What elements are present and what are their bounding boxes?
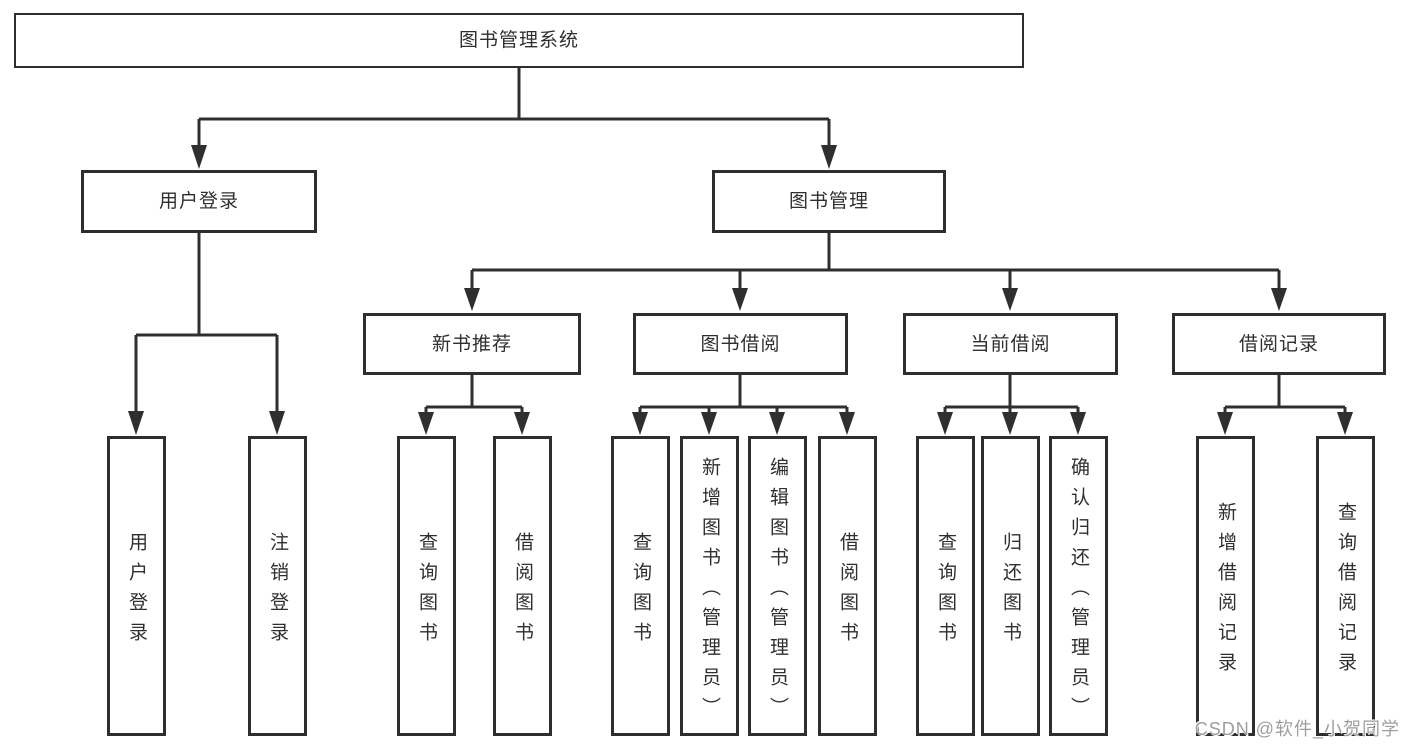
leaf-user-login-label: 用户登录 [126,531,147,652]
leaf-borrow-books: 借阅图书 [818,436,877,736]
leaf-add-books-admin: 新增图书（管理员） [680,436,739,736]
node-borrow-records-label: 借阅记录 [1238,333,1319,355]
arrowhead [191,145,207,169]
arrowhead [821,145,837,169]
leaf-confirm-return-admin-label: 确认归还（管理员） [1068,456,1089,727]
arrowhead [1002,412,1018,435]
node-user-login-label: 用户登录 [158,191,239,212]
csdn-watermark: CSDN @软件_小贺同学 [1194,719,1400,739]
connector-book-management-to-level3 [470,233,1281,290]
node-book-borrow-label: 图书借阅 [700,333,781,355]
arrowhead [769,412,785,435]
leaf-borrow-books-label: 借阅图书 [837,531,858,652]
arrowhead [1271,288,1287,311]
leaf-query-borrow-record: 查询借阅记录 [1316,436,1375,736]
leaf-add-borrow-record: 新增借阅记录 [1196,436,1255,736]
node-book-management: 图书管理 [712,170,946,233]
arrowhead [514,412,530,435]
arrowhead [418,412,434,435]
arrowhead [937,412,953,435]
node-root: 图书管理系统 [14,13,1024,68]
leaf-query-borrow-record-label: 查询借阅记录 [1335,501,1356,682]
leaf-return-books-label: 归还图书 [1000,531,1021,652]
leaf-query-books-recommend-label: 查询图书 [416,531,437,652]
leaf-query-books-borrow-label: 查询图书 [630,531,651,652]
leaf-query-books-borrow: 查询图书 [611,436,670,736]
node-current-borrow: 当前借阅 [903,313,1118,375]
leaf-borrow-books-recommend-label: 借阅图书 [512,531,533,652]
arrowhead [632,412,648,435]
arrowhead [1002,288,1018,311]
leaf-return-books: 归还图书 [981,436,1040,736]
arrowhead [464,288,480,311]
node-root-label: 图书管理系统 [458,30,579,51]
arrowhead [269,411,285,435]
node-new-book-recommend-label: 新书推荐 [431,333,512,355]
node-book-borrow: 图书借阅 [633,313,848,375]
leaf-confirm-return-admin: 确认归还（管理员） [1049,436,1108,736]
connector-current-borrow-to-children [943,374,1080,414]
leaf-query-books-current-label: 查询图书 [935,531,956,652]
leaf-user-login: 用户登录 [107,436,166,736]
leaf-edit-books-admin: 编辑图书（管理员） [748,436,807,736]
arrowhead [732,288,748,311]
leaf-query-books-recommend: 查询图书 [397,436,456,736]
arrowhead [1070,412,1086,435]
connector-borrow-records-to-children [1223,374,1347,414]
leaf-add-books-admin-label: 新增图书（管理员） [699,456,720,727]
node-book-management-label: 图书管理 [788,191,869,212]
node-current-borrow-label: 当前借阅 [970,333,1051,355]
leaf-edit-books-admin-label: 编辑图书（管理员） [767,456,788,727]
connector-root-to-level2 [197,68,831,146]
connector-book-borrow-to-children [638,374,849,414]
arrowhead [839,412,855,435]
arrowhead [128,411,144,435]
arrowhead [701,412,717,435]
leaf-borrow-books-recommend: 借阅图书 [493,436,552,736]
arrowhead [1337,412,1353,435]
leaf-query-books-current: 查询图书 [916,436,975,736]
connector-new-book-recommend-to-children [424,374,524,414]
node-new-book-recommend: 新书推荐 [363,313,581,375]
node-user-login: 用户登录 [81,170,317,233]
leaf-add-borrow-record-label: 新增借阅记录 [1215,501,1236,682]
connector-user-login-to-children [134,233,279,412]
leaf-logout: 注销登录 [248,436,307,736]
node-borrow-records: 借阅记录 [1172,313,1386,375]
leaf-logout-label: 注销登录 [267,531,288,652]
arrowhead [1217,412,1233,435]
